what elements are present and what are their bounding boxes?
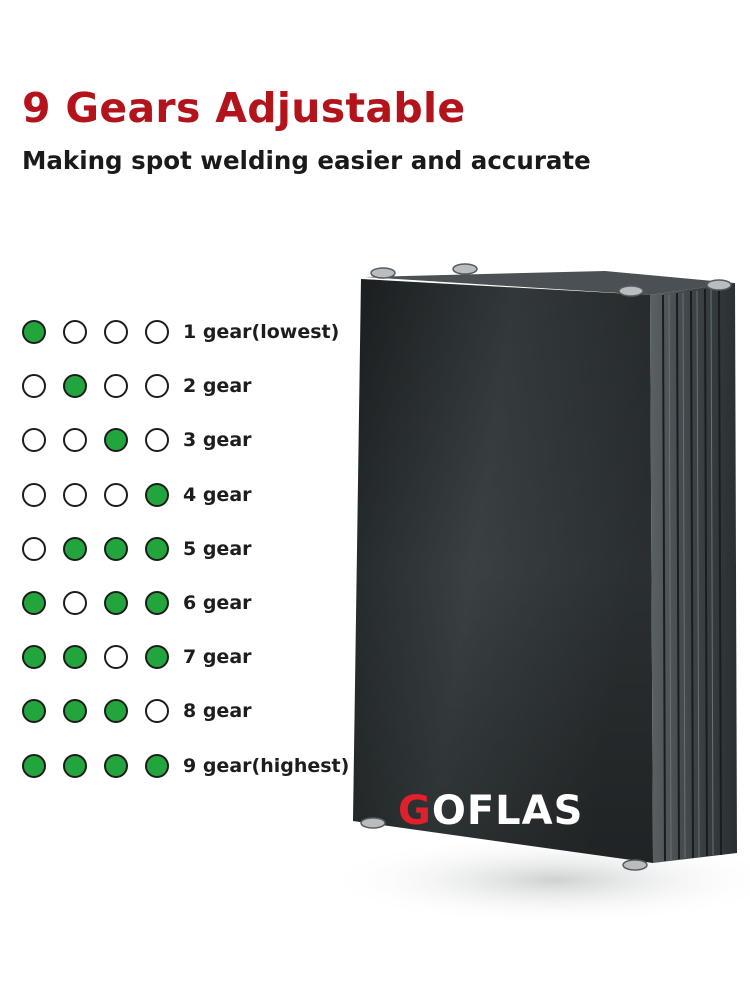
indicator-light-on — [145, 645, 169, 670]
gear-row: 8 gear — [22, 695, 252, 727]
brand-logo-letter: G — [398, 788, 432, 834]
gear-label: 1 gear(lowest) — [183, 321, 340, 343]
gear-label: 2 gear — [183, 375, 252, 398]
page-subtitle: Making spot welding easier and accurate — [22, 146, 591, 175]
welder-device-illustration — [345, 263, 750, 925]
gear-row: 3 gear — [22, 424, 252, 456]
indicator-light-off — [22, 482, 46, 507]
indicator-light-on — [63, 374, 87, 399]
indicator-light-off — [104, 374, 128, 399]
indicator-light-on — [22, 645, 46, 670]
gear-label: 7 gear — [183, 646, 252, 669]
indicator-light-on — [22, 753, 46, 778]
indicator-light-off — [145, 699, 169, 724]
indicator-light-on — [63, 699, 87, 724]
gear-row: 5 gear — [22, 533, 252, 565]
indicator-light-off — [104, 320, 128, 344]
page-title: 9 Gears Adjustable — [22, 84, 466, 132]
indicator-light-on — [63, 536, 87, 561]
welder-device-image — [345, 255, 750, 1000]
gear-row: 2 gear — [22, 370, 252, 402]
indicator-light-off — [63, 591, 87, 615]
indicator-light-on — [104, 591, 128, 615]
gear-label: 3 gear — [183, 429, 252, 452]
gear-row: 6 gear — [22, 587, 252, 619]
gear-label: 9 gear(highest) — [183, 754, 350, 777]
gear-row: 4 gear — [22, 479, 252, 511]
gear-row: 1 gear(lowest) — [22, 316, 339, 348]
gear-label: 6 gear — [183, 592, 252, 614]
indicator-light-off — [145, 320, 169, 344]
indicator-light-off — [104, 645, 128, 670]
indicator-light-on — [145, 591, 169, 615]
gear-label: 8 gear — [183, 700, 252, 723]
indicator-light-off — [63, 428, 87, 453]
indicator-light-off — [145, 374, 169, 399]
brand-logo-text: OFLAS — [431, 788, 584, 834]
indicator-light-on — [104, 699, 128, 724]
indicator-light-off — [22, 428, 46, 453]
brand-logo: GOFLAS — [398, 788, 583, 834]
gear-label: 4 gear — [183, 483, 252, 506]
indicator-light-on — [145, 482, 169, 507]
indicator-light-on — [22, 699, 46, 724]
gear-label: 5 gear — [183, 537, 252, 560]
indicator-light-off — [63, 320, 87, 344]
indicator-light-on — [104, 753, 128, 778]
indicator-light-on — [145, 536, 169, 561]
gear-row: 7 gear — [22, 641, 252, 673]
indicator-light-on — [63, 753, 87, 778]
indicator-light-off — [63, 482, 87, 507]
indicator-light-on — [104, 536, 128, 561]
indicator-light-on — [22, 320, 46, 344]
gear-row: 9 gear(highest) — [22, 750, 349, 782]
indicator-light-off — [104, 482, 128, 507]
indicator-light-off — [22, 374, 46, 399]
indicator-light-on — [63, 645, 87, 670]
indicator-light-on — [145, 753, 169, 778]
indicator-light-off — [145, 428, 169, 453]
indicator-light-on — [22, 591, 46, 615]
indicator-light-off — [22, 536, 46, 561]
indicator-light-on — [104, 428, 128, 453]
